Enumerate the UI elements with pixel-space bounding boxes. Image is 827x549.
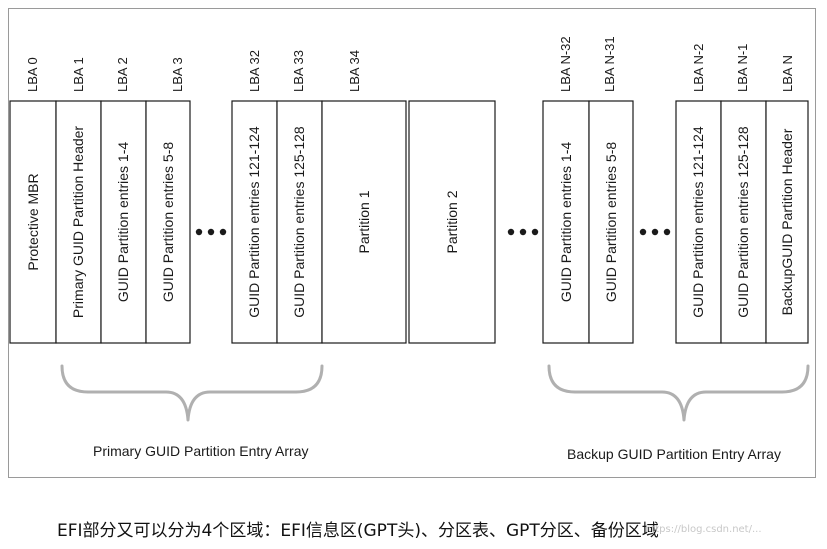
block-lbaN32	[542, 100, 590, 344]
ellipsis-dots-1	[195, 228, 227, 236]
block-label-part2: Partition 2	[444, 190, 460, 253]
block-lbaN1	[720, 100, 767, 344]
block-part2	[408, 100, 496, 344]
lba-label-lba2: LBA 2	[115, 57, 130, 92]
lba-label-lba32: LBA 32	[247, 50, 262, 92]
block-lba2	[100, 100, 147, 344]
lba-label-lba34: LBA 34	[347, 50, 362, 92]
primary-array-brace	[60, 364, 324, 422]
block-label-lbaN2: GUID Partition entries 121-124	[690, 126, 706, 318]
block-label-lba34: Partition 1	[356, 190, 372, 253]
block-lba32	[231, 100, 278, 344]
lba-label-lbaN: LBA N	[780, 55, 795, 92]
block-lba34	[321, 100, 407, 344]
block-lba3	[145, 100, 191, 344]
ellipsis-dots-3	[639, 228, 671, 236]
primary-array-label: Primary GUID Partition Entry Array	[93, 443, 309, 459]
block-label-lbaN31: GUID Partition entries 5-8	[603, 142, 619, 302]
block-label-lba2: GUID Partition entries 1-4	[115, 142, 131, 302]
watermark-text: https://blog.csdn.net/...	[645, 524, 762, 535]
block-lba1	[55, 100, 102, 344]
block-label-lba33: GUID Partition entries 125-128	[291, 126, 307, 318]
backup-array-label: Backup GUID Partition Entry Array	[567, 446, 781, 462]
lba-label-lbaN31: LBA N-31	[602, 36, 617, 92]
block-lba0	[9, 100, 57, 344]
block-label-lba32: GUID Partition entries 121-124	[246, 126, 262, 318]
block-label-lba3: GUID Partition entries 5-8	[160, 142, 176, 302]
block-lbaN	[765, 100, 809, 344]
block-label-lba1: Primary GUID Partition Header	[70, 126, 86, 319]
block-label-lbaN1: GUID Partition entries 125-128	[735, 126, 751, 318]
lba-label-lbaN2: LBA N-2	[691, 44, 706, 92]
backup-array-brace	[547, 364, 810, 422]
lba-label-lba1: LBA 1	[71, 57, 86, 92]
lba-label-lba33: LBA 33	[291, 50, 306, 92]
ellipsis-dots-2	[507, 228, 539, 236]
block-label-lba0: Protective MBR	[25, 173, 41, 270]
block-lbaN31	[588, 100, 634, 344]
block-label-lbaN: BackupGUID Partition Header	[779, 128, 795, 315]
lba-label-lbaN32: LBA N-32	[558, 36, 573, 92]
lba-label-lba0: LBA 0	[25, 57, 40, 92]
lba-label-lba3: LBA 3	[170, 57, 185, 92]
lba-label-lbaN1: LBA N-1	[735, 44, 750, 92]
caption-text: EFI部分又可以分为4个区域：EFI信息区(GPT头)、分区表、GPT分区、备份…	[57, 521, 659, 541]
block-label-lbaN32: GUID Partition entries 1-4	[558, 142, 574, 302]
block-lba33	[276, 100, 323, 344]
block-lbaN2	[675, 100, 722, 344]
